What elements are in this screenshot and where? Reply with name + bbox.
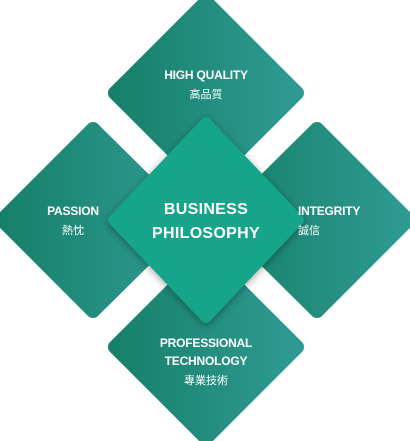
- top-label-en: HIGH QUALITY: [164, 68, 248, 82]
- right-label-en: INTEGRITY: [298, 204, 361, 218]
- right-label-zh: 誠信: [298, 224, 320, 237]
- bottom-label-zh: 專業技術: [184, 374, 228, 387]
- center-label-line1: BUSINESS: [163, 201, 249, 218]
- bottom-label-en-line2: TECHNOLOGY: [164, 354, 248, 368]
- center-label-line2: PHILOSOPHY: [152, 225, 260, 242]
- right-label: INTEGRITY 誠信: [298, 202, 388, 239]
- left-label-zh: 熱忱: [62, 224, 84, 237]
- left-label: PASSION 熱忱: [33, 202, 113, 239]
- bottom-diamond: [108, 249, 304, 441]
- top-label: HIGH QUALITY 高品質: [146, 66, 266, 103]
- bottom-label-en-line1: PROFESSIONAL: [159, 336, 253, 350]
- center-diamond: [108, 117, 304, 323]
- top-label-zh: 高品質: [189, 88, 223, 101]
- center-label: BUSINESS PHILOSOPHY: [140, 198, 272, 246]
- left-label-en: PASSION: [47, 204, 99, 218]
- bottom-label: PROFESSIONAL TECHNOLOGY 專業技術: [141, 334, 271, 389]
